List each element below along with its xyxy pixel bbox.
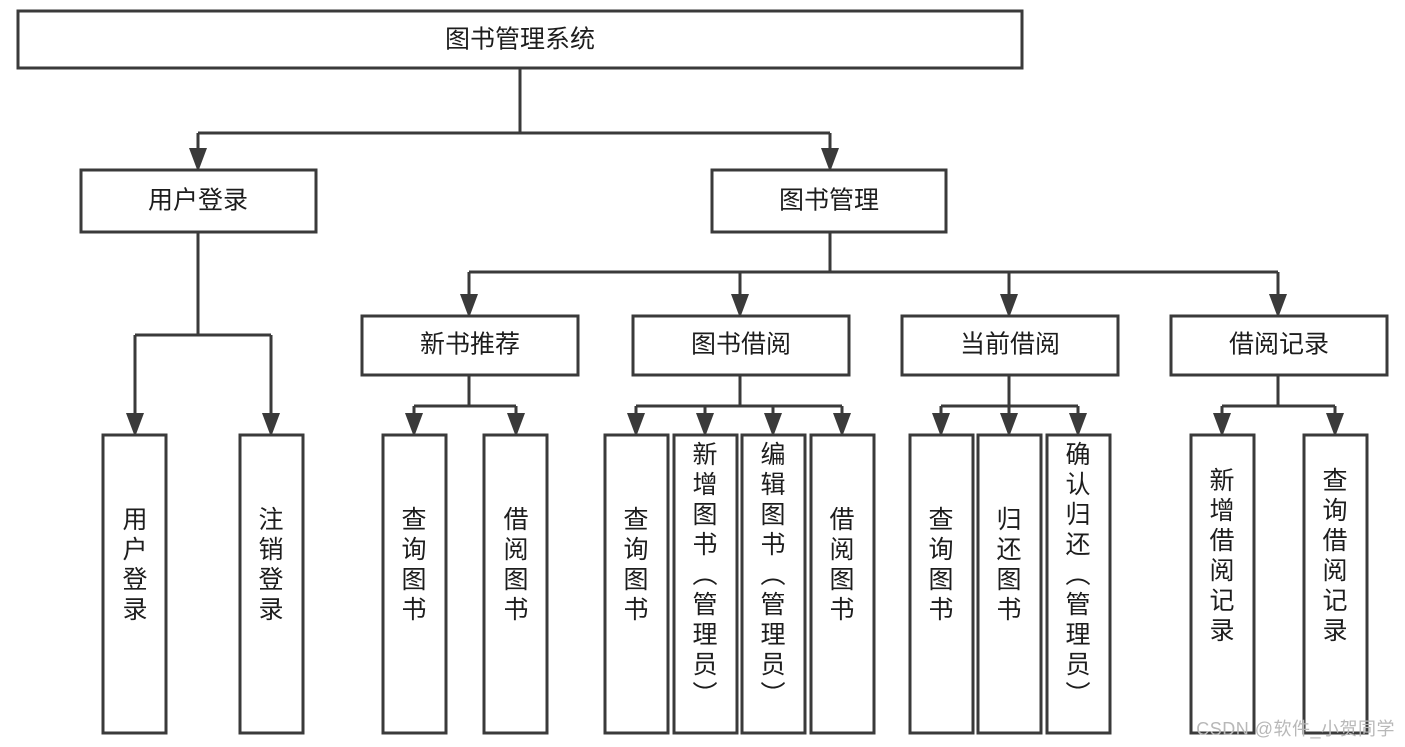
arrowhead-user-login: [189, 148, 207, 172]
node-label-current-borrow: 当前借阅: [960, 331, 1060, 359]
node-borrow-record[interactable]: 借阅记录: [1169, 314, 1389, 377]
watermark-label: CSDN @软件_小贺同学: [1196, 719, 1395, 739]
node-label-leaf-bb-borrow-book: 借阅图书: [829, 506, 854, 624]
arrowhead-leaf-logout: [262, 413, 280, 437]
node-box-new-book-recommend[interactable]: [360, 314, 580, 377]
node-label-leaf-bb-add-book: 新增图书︵管理员︶: [692, 441, 717, 709]
node-current-borrow[interactable]: 当前借阅: [900, 314, 1120, 377]
arrowhead-bb-borrow-book: [833, 413, 851, 437]
node-label-leaf-nbr-query-book: 查询图书: [401, 506, 426, 624]
arrowhead-book-borrow: [731, 294, 749, 318]
node-box-leaf-cb-return-book[interactable]: [976, 433, 1043, 735]
node-box-leaf-bb-borrow-book[interactable]: [809, 433, 876, 735]
node-root-system[interactable]: 图书管理系统: [16, 9, 1024, 70]
node-label-book-borrow: 图书借阅: [691, 331, 791, 359]
node-label-book-manage: 图书管理: [779, 187, 879, 215]
node-box-book-manage[interactable]: [710, 168, 948, 234]
node-leaf-bb-borrow-book[interactable]: 借阅图书: [809, 433, 876, 735]
node-leaf-nbr-query-book[interactable]: 查询图书: [381, 433, 448, 735]
arrowhead-nbr-query-book: [405, 413, 423, 437]
arrowhead-cb-confirm-return: [1069, 413, 1087, 437]
arrowhead-bb-query-book: [627, 413, 645, 437]
node-box-leaf-cb-confirm-return[interactable]: [1045, 433, 1112, 735]
arrowhead-br-query-record: [1326, 413, 1344, 437]
arrowhead-bb-edit-book: [764, 413, 782, 437]
arrowhead-nbr-borrow-book: [507, 413, 525, 437]
node-label-user-login: 用户登录: [148, 187, 248, 215]
node-box-leaf-br-add-record[interactable]: [1189, 433, 1256, 735]
node-box-leaf-bb-add-book[interactable]: [672, 433, 739, 735]
node-box-leaf-br-query-record[interactable]: [1302, 433, 1369, 735]
node-box-leaf-bb-edit-book[interactable]: [740, 433, 807, 735]
node-box-leaf-nbr-borrow-book[interactable]: [482, 433, 549, 735]
node-label-leaf-cb-query-book: 查询图书: [928, 506, 953, 624]
node-label-leaf-br-add-record: 新增借阅记录: [1209, 467, 1234, 645]
node-leaf-cb-return-book[interactable]: 归还图书: [976, 433, 1043, 735]
node-label-leaf-nbr-borrow-book: 借阅图书: [503, 506, 528, 624]
node-label-leaf-user-login: 用户登录: [122, 506, 147, 624]
node-box-user-login[interactable]: [79, 168, 318, 234]
node-box-current-borrow[interactable]: [900, 314, 1120, 377]
node-leaf-user-login[interactable]: 用户登录: [101, 433, 168, 735]
node-book-borrow[interactable]: 图书借阅: [631, 314, 851, 377]
node-book-manage[interactable]: 图书管理: [710, 168, 948, 234]
node-leaf-logout[interactable]: 注销登录: [238, 433, 305, 735]
arrowhead-book-manage: [821, 148, 839, 172]
node-label-new-book-recommend: 新书推荐: [420, 331, 520, 359]
connector-layer: [126, 68, 1344, 437]
node-label-leaf-cb-confirm-return: 确认归还︵管理员︶: [1065, 441, 1090, 709]
node-box-leaf-user-login[interactable]: [101, 433, 168, 735]
arrowhead-br-add-record: [1213, 413, 1231, 437]
arrowhead-leaf-user-login: [126, 413, 144, 437]
node-box-book-borrow[interactable]: [631, 314, 851, 377]
node-leaf-br-add-record[interactable]: 新增借阅记录: [1189, 433, 1256, 735]
arrowhead-cb-return-book: [1000, 413, 1018, 437]
node-leaf-bb-edit-book[interactable]: 编辑图书︵管理员︶: [740, 433, 807, 735]
arrowhead-bb-add-book: [696, 413, 714, 437]
node-box-leaf-cb-query-book[interactable]: [908, 433, 975, 735]
node-leaf-nbr-borrow-book[interactable]: 借阅图书: [482, 433, 549, 735]
arrowhead-current-borrow: [1000, 294, 1018, 318]
node-box-leaf-bb-query-book[interactable]: [603, 433, 670, 735]
node-new-book-recommend[interactable]: 新书推荐: [360, 314, 580, 377]
node-label-leaf-bb-query-book: 查询图书: [623, 506, 648, 624]
node-label-borrow-record: 借阅记录: [1229, 331, 1329, 359]
node-box-leaf-nbr-query-book[interactable]: [381, 433, 448, 735]
node-leaf-cb-confirm-return[interactable]: 确认归还︵管理员︶: [1045, 433, 1112, 735]
node-box-borrow-record[interactable]: [1169, 314, 1389, 377]
node-leaf-bb-add-book[interactable]: 新增图书︵管理员︶: [672, 433, 739, 735]
node-leaf-cb-query-book[interactable]: 查询图书: [908, 433, 975, 735]
node-label-root: 图书管理系统: [445, 26, 595, 54]
node-label-leaf-bb-edit-book: 编辑图书︵管理员︶: [760, 441, 785, 709]
node-user-login[interactable]: 用户登录: [79, 168, 318, 234]
node-box-leaf-logout[interactable]: [238, 433, 305, 735]
node-box-root[interactable]: [16, 9, 1024, 70]
arrowhead-borrow-record: [1269, 294, 1287, 318]
node-label-leaf-cb-return-book: 归还图书: [996, 506, 1021, 624]
node-leaf-bb-query-book[interactable]: 查询图书: [603, 433, 670, 735]
node-label-leaf-logout: 注销登录: [258, 506, 283, 624]
arrowhead-new-book-rec: [460, 294, 478, 318]
node-label-leaf-br-query-record: 查询借阅记录: [1322, 467, 1347, 645]
arrowhead-cb-query-book: [932, 413, 950, 437]
node-leaf-br-query-record[interactable]: 查询借阅记录: [1302, 433, 1369, 735]
